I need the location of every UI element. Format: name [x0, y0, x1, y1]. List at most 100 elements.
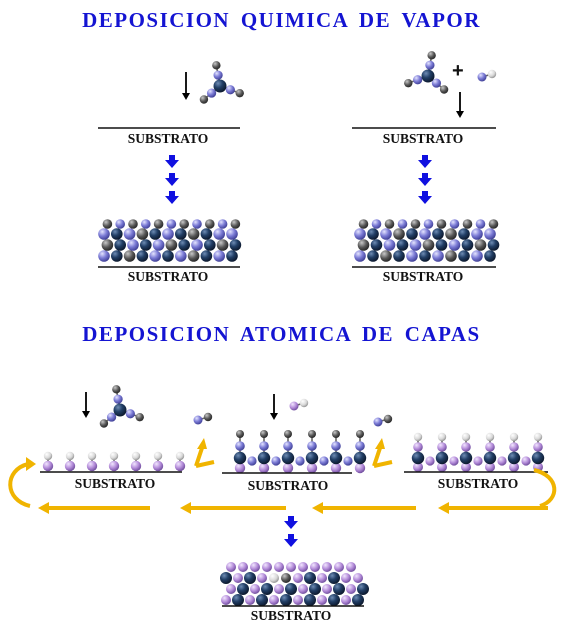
ligand-atom: [419, 228, 431, 240]
hydrogen-atom: [461, 432, 471, 442]
ligand-atom: [371, 219, 382, 229]
carbon-atom: [99, 419, 109, 428]
oxygen-atom: [221, 595, 231, 605]
arrow-shaft: [288, 516, 294, 522]
oxygen-atom: [250, 562, 260, 572]
arrow-head: [456, 111, 464, 118]
metal-atom: [233, 451, 247, 465]
ald-byproduct-1: [193, 412, 213, 425]
oxygen-atom: [497, 456, 507, 466]
oxygen-atom: [289, 401, 299, 411]
oxygen-atom: [437, 462, 447, 472]
ald-release-arrow-1: [194, 438, 215, 468]
arrow-head: [182, 93, 190, 100]
metal-atom: [237, 583, 249, 595]
metal-atom: [459, 451, 473, 465]
hydrogen-atom: [153, 451, 163, 461]
ligand-atom: [152, 239, 165, 251]
oxygen-atom: [310, 562, 320, 572]
oxygen-atom: [485, 462, 495, 472]
oxygen-atom: [509, 442, 519, 452]
ald-step2-substrate-label: SUBSTRATO: [247, 478, 329, 493]
ald-cycle-arrow-middle-right: [312, 502, 416, 514]
metal-atom: [111, 250, 123, 262]
metal-atom: [113, 403, 127, 417]
metal-atom: [261, 583, 273, 595]
ligand-atom: [355, 441, 365, 451]
cvd-right-film-substrate-label: SUBSTRATO: [382, 269, 464, 284]
cvd-right-down-arrow: [456, 92, 464, 118]
metal-atom: [220, 572, 232, 584]
oxygen-atom: [346, 584, 356, 594]
ligand-atom: [259, 441, 269, 451]
cvd-left-down-arrow: [182, 72, 190, 100]
arrow-head: [284, 539, 298, 547]
carbon-atom: [235, 88, 244, 98]
carbon-atom: [436, 219, 447, 229]
metal-atom: [285, 583, 297, 595]
metal-atom: [333, 583, 345, 595]
metal-atom: [309, 583, 321, 595]
ald-step2-surface: [233, 430, 367, 474]
ald-final-substrate-label: SUBSTRATO: [250, 608, 332, 623]
oxygen-atom: [437, 442, 447, 452]
arrow-curve: [195, 460, 215, 468]
oxygen-atom: [317, 595, 327, 605]
oxygen-atom: [262, 562, 272, 572]
ligand-atom: [331, 441, 341, 451]
ligand-atom: [123, 228, 136, 240]
ligand-atom: [475, 219, 486, 229]
ald-step1-precursor: [99, 385, 144, 428]
metal-atom: [406, 228, 418, 240]
ligand-atom: [213, 70, 223, 80]
carbon-atom: [102, 219, 113, 229]
ald-cycle-arrow-left: [38, 502, 150, 514]
ligand-atom: [471, 228, 483, 240]
ligand-atom: [213, 228, 225, 240]
cvd-right-flow-arrow-3: [418, 191, 432, 204]
ald-step3-substrate-label: SUBSTRATO: [437, 476, 519, 491]
ligand-atom: [162, 228, 174, 240]
ligand-atom: [319, 456, 329, 466]
carbon-atom: [393, 228, 405, 240]
arrow-head: [284, 521, 298, 529]
ligand-atom: [175, 250, 187, 262]
arrow-head: [26, 457, 36, 471]
metal-atom: [484, 250, 496, 262]
oxygen-atom: [64, 460, 76, 472]
ligand-atom: [192, 219, 202, 229]
metal-atom: [507, 451, 521, 465]
hydrogen-atom: [299, 398, 309, 408]
carbon-atom: [383, 414, 393, 424]
oxygen-atom: [461, 442, 471, 452]
ligand-atom: [354, 228, 366, 240]
oxygen-atom: [485, 442, 495, 452]
ligand-atom: [448, 239, 461, 251]
arrow-shaft: [169, 173, 175, 179]
metal-atom: [149, 228, 161, 240]
oxygen-atom: [341, 573, 351, 583]
arrow-curve: [372, 447, 382, 467]
ald-flow-arrow-2: [284, 534, 298, 547]
cvd-left-substrate-label: SUBSTRATO: [127, 131, 209, 146]
hydrogen-atom: [509, 432, 519, 442]
carbon-atom: [128, 219, 138, 229]
metal-atom: [367, 228, 379, 240]
ligand-atom: [409, 239, 422, 251]
ligand-atom: [477, 72, 487, 82]
oxygen-atom: [286, 562, 296, 572]
oxygen-atom: [293, 595, 303, 605]
ligand-atom: [471, 250, 483, 262]
oxygen-atom: [130, 460, 142, 472]
oxygen-atom: [425, 456, 435, 466]
ligand-atom: [225, 85, 235, 95]
ligand-atom: [247, 456, 257, 466]
metal-atom: [213, 79, 227, 93]
metal-atom: [136, 250, 149, 262]
cvd-left-film-substrate-label: SUBSTRATO: [127, 269, 209, 284]
arrow-head: [270, 413, 278, 420]
carbon-atom: [112, 385, 121, 394]
arrow-shaft: [288, 534, 294, 540]
ligand-atom: [141, 219, 151, 229]
carbon-atom: [445, 250, 457, 262]
